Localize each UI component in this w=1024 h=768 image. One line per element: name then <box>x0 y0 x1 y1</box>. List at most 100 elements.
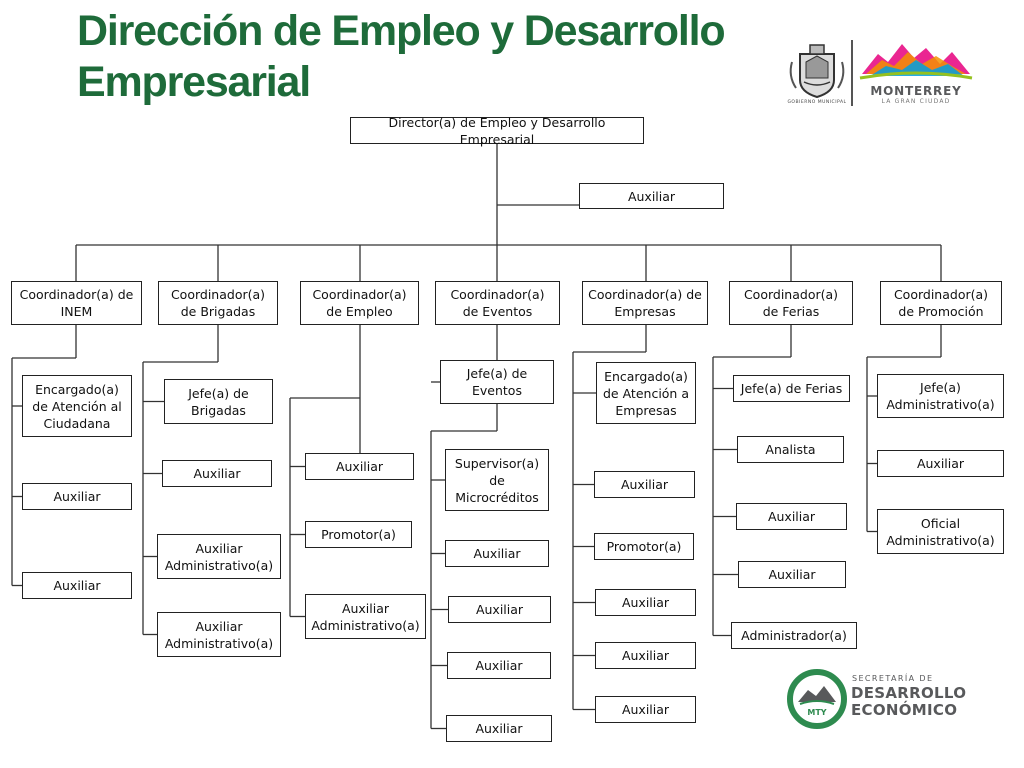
sde-logo: MTY SECRETARÍA DE DESARROLLO ECONÓMICO <box>786 668 986 730</box>
position-box: Auxiliar <box>595 696 696 723</box>
box-text-line: Administrativo(a) <box>311 617 420 633</box>
box-text-line: Auxiliar <box>916 456 965 471</box>
box-text-line: Coordinador(a) <box>743 287 839 302</box>
box-text-line: Auxiliar <box>473 546 521 561</box>
sde-badge-icon: MTY <box>787 669 847 729</box>
monterrey-mountains-icon <box>859 44 973 80</box>
monterrey-logo: MONTERREY LA GRAN CIUDAD <box>856 38 976 108</box>
position-box: Auxiliar <box>22 572 132 599</box>
coordinator-box: Coordinador(a)de Brigadas <box>158 281 278 325</box>
box-text-line: de Atención a <box>603 385 689 401</box>
page-title-line-2: Empresarial <box>77 58 311 106</box>
monterrey-tagline: LA GRAN CIUDAD <box>881 98 951 105</box>
position-box: Auxiliar <box>305 453 414 480</box>
position-box: Auxiliar <box>595 589 696 616</box>
box-text-line: Jefe(a) de <box>466 366 528 381</box>
position-box: Auxiliar <box>447 652 551 679</box>
box-text-line: Auxiliar <box>341 600 390 616</box>
monterrey-name: MONTERREY <box>870 84 962 98</box>
box-text-line: de <box>489 472 505 488</box>
box-text-line: Auxiliar <box>195 540 243 556</box>
box-text-line: Auxiliar <box>193 466 241 481</box>
box-text-line: Ciudadana <box>43 415 111 431</box>
box-text-line: Auxiliar <box>627 188 676 204</box>
box-text-line: Brigadas <box>191 402 246 418</box>
position-box: Analista <box>737 436 844 463</box>
box-text-line: Eventos <box>472 383 522 398</box>
box-text-line: Administrativo(a) <box>164 557 274 573</box>
position-box: Jefe(a) de Ferias <box>733 375 850 402</box>
position-box: Auxiliar <box>162 460 272 487</box>
position-box: Promotor(a) <box>305 521 412 548</box>
box-text-line: Administrativo(a) <box>886 532 995 548</box>
position-box: Auxiliar <box>877 450 1004 477</box>
box-text-line: Oficial <box>920 515 961 531</box>
municipal-seal-logo: GOBIERNO MUNICIPAL <box>786 40 848 108</box>
box-text-line: de Brigadas <box>180 304 256 319</box>
box-text-line: Supervisor(a) <box>454 455 540 471</box>
director-box: Director(a) de Empleo y Desarrollo Empre… <box>350 115 644 147</box>
coordinator-box: Coordinador(a)de Empleo <box>300 281 419 325</box>
box-text-line: Jefe(a) <box>920 380 961 395</box>
box-text-line: Encargado(a) <box>604 368 688 384</box>
box-text-line: Auxiliar <box>768 567 816 582</box>
box-text-line: Coordinador(a) <box>893 287 989 302</box>
box-text-line: Administrativo(a) <box>164 635 274 651</box>
position-box: Auxiliar <box>22 483 132 510</box>
page-title: Dirección de Empleo y Desarrollo Empresa… <box>77 6 726 108</box>
position-box: Administrador(a) <box>731 622 857 649</box>
box-text-line: Encargado(a) <box>35 381 119 397</box>
box-text-line: Promotor(a) <box>321 527 396 542</box>
box-text-line: de Ferias <box>762 304 820 319</box>
box-text-line: de Atención al <box>32 398 122 414</box>
box-text-line: Empresas <box>615 402 677 418</box>
box-text-line: Coordinador(a) <box>312 287 407 302</box>
position-box: Auxiliar <box>448 596 551 623</box>
position-box: Jefe(a) Administrativo(a) <box>877 374 1004 418</box>
box-text-line: Administrador(a) <box>741 628 847 643</box>
sde-line-1: SECRETARÍA DE <box>852 674 934 683</box>
assistant-box: Auxiliar <box>579 183 724 209</box>
coordinator-box: Coordinador(a) de Ferias <box>729 281 853 325</box>
position-box: Auxiliar <box>594 471 695 498</box>
position-box: Auxiliar <box>738 561 846 588</box>
box-text-line: Auxiliar <box>475 602 524 617</box>
box-text-line: Auxiliar <box>53 578 101 593</box>
box-text-line: Analista <box>765 442 816 457</box>
box-text-line: Jefe(a) de Ferias <box>740 381 843 396</box>
box-text-line: Auxiliar <box>335 459 384 474</box>
box-text-line: de Promoción <box>898 304 984 319</box>
position-box: Auxiliar <box>446 715 552 742</box>
sde-badge-text: MTY <box>807 708 826 717</box>
coordinator-box: Coordinador(a) de INEM <box>11 281 142 325</box>
sde-line-2: DESARROLLO <box>851 684 967 702</box>
position-box: Jefe(a) de Eventos <box>440 360 554 404</box>
box-text-line: Auxiliar <box>621 648 670 663</box>
coordinator-box: Coordinador(a)de Eventos <box>435 281 560 325</box>
box-text-line: Auxiliar <box>621 595 670 610</box>
municipal-caption: GOBIERNO MUNICIPAL <box>787 100 847 105</box>
box-text-line: Microcréditos <box>455 489 539 505</box>
position-box: Auxiliar <box>445 540 549 567</box>
box-text-line: INEM <box>60 304 93 319</box>
box-text-line: Administrativo(a) <box>886 397 995 412</box>
box-text-line: de Eventos <box>462 304 533 319</box>
box-text-line: Auxiliar <box>767 509 816 524</box>
position-box: Promotor(a) <box>594 533 694 560</box>
box-text-line: Jefe(a) de <box>188 385 249 401</box>
box-text-line: Auxiliar <box>195 618 243 634</box>
box-text-line: Auxiliar <box>621 702 670 717</box>
box-text-line: Promotor(a) <box>606 539 682 554</box>
box-text-line: Auxiliar <box>475 721 523 736</box>
box-text-line: Coordinador(a) de <box>19 287 134 302</box>
